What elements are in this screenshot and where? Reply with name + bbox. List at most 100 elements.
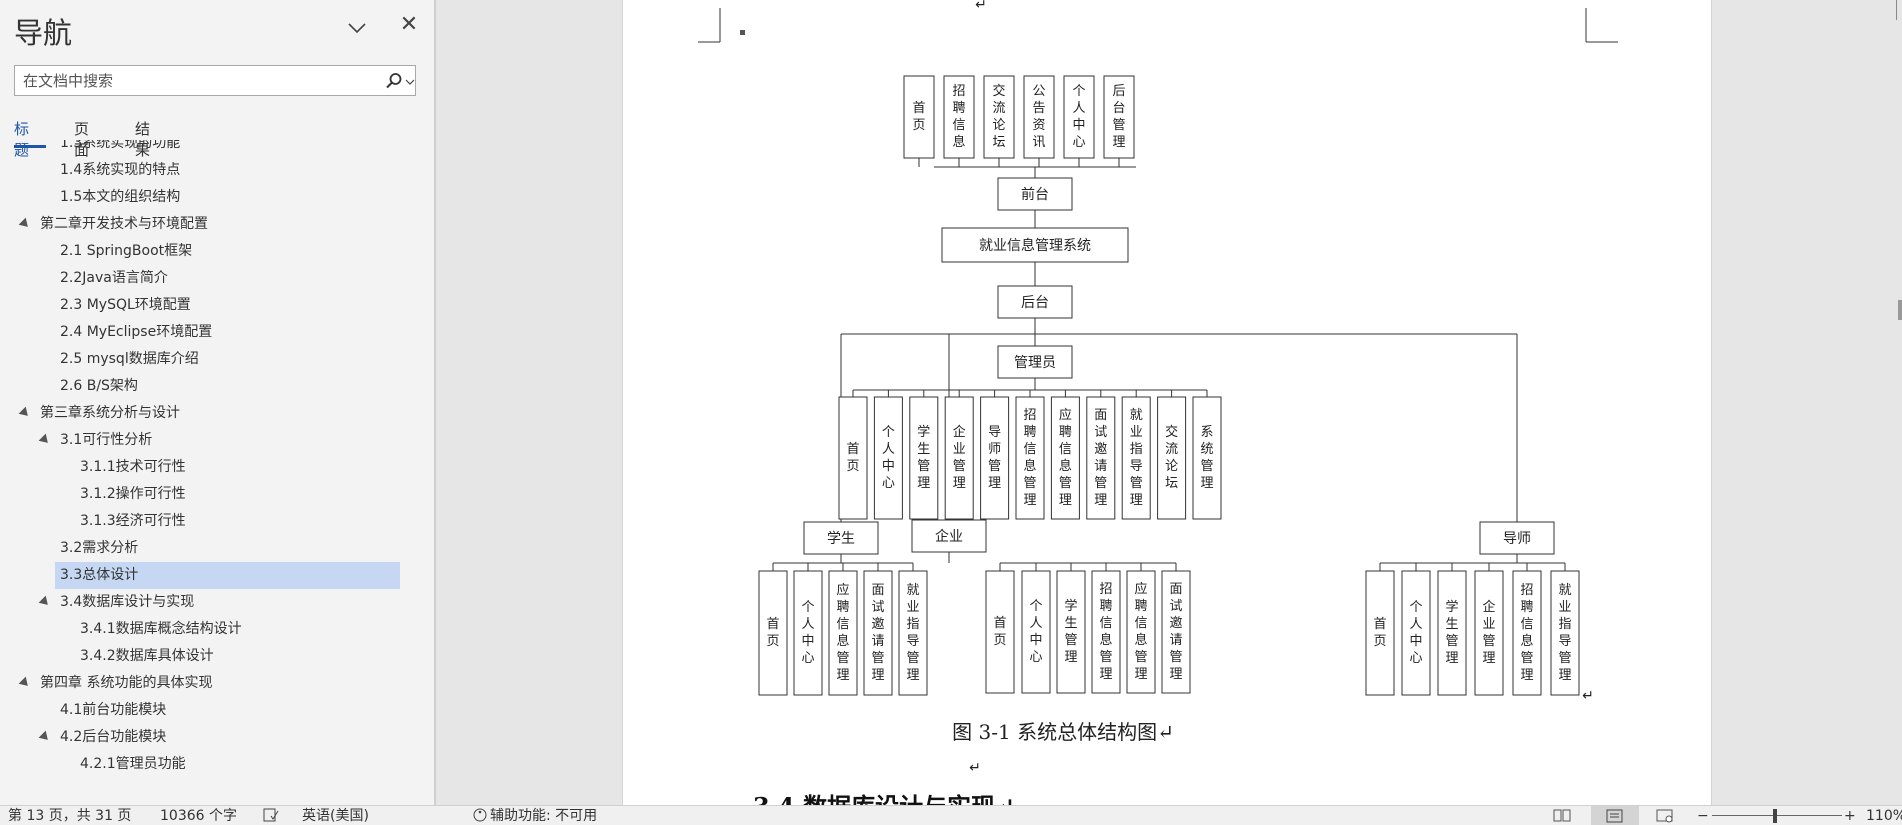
nav-title: 导航 bbox=[14, 16, 73, 50]
heading-item[interactable]: 3.4.2数据库具体设计 bbox=[80, 648, 214, 664]
heading-item[interactable]: 2.1 SpringBoot框架 bbox=[60, 243, 193, 259]
admin-item-box-char: 息 bbox=[1023, 458, 1036, 474]
company-item-box-char: 人 bbox=[1029, 616, 1042, 631]
admin-item-box-char: 信 bbox=[1059, 442, 1072, 457]
heading-item[interactable]: 2.6 B/S架构 bbox=[60, 378, 138, 394]
heading-item[interactable]: 2.5 mysql数据库介绍 bbox=[60, 351, 199, 367]
student-item-box-char: 试 bbox=[871, 600, 884, 615]
heading-item[interactable]: 4.1前台功能模块 bbox=[60, 702, 167, 718]
heading-item[interactable]: 4.2后台功能模块 bbox=[60, 729, 167, 745]
proofing-icon[interactable] bbox=[262, 807, 280, 825]
tutor-item-box-char: 信 bbox=[1520, 617, 1533, 632]
paragraph-marker bbox=[740, 30, 745, 35]
heading-item[interactable]: 3.4数据库设计与实现 bbox=[60, 594, 195, 610]
company-item-box-char: 聘 bbox=[1099, 599, 1112, 614]
language[interactable]: 英语(美国) bbox=[302, 808, 369, 824]
expand-triangle-icon[interactable] bbox=[38, 433, 52, 447]
heading-item[interactable]: 第二章开发技术与环境配置 bbox=[40, 216, 208, 232]
search-input[interactable] bbox=[23, 70, 383, 91]
heading-item[interactable]: 3.2需求分析 bbox=[60, 540, 139, 556]
expand-triangle-icon[interactable] bbox=[18, 217, 32, 231]
admin-item-box-char: 邀 bbox=[1094, 442, 1107, 457]
heading-item[interactable]: 3.1.1技术可行性 bbox=[80, 459, 186, 475]
heading-item[interactable]: 3.4.1数据库概念结构设计 bbox=[80, 621, 242, 637]
status-bar: 第 13 页，共 31 页 10366 个字 英语(美国) 辅助功能: 不可用 … bbox=[0, 805, 1902, 825]
company-item-box bbox=[1126, 570, 1156, 694]
nav-scrollbar[interactable] bbox=[434, 0, 436, 805]
word-count[interactable]: 10366 个字 bbox=[160, 808, 237, 824]
close-icon[interactable]: ✕ bbox=[399, 12, 419, 37]
zoom-level[interactable]: 110% bbox=[1866, 808, 1902, 824]
student-item-box-char: 应 bbox=[836, 582, 849, 598]
tutor-item-box-char: 指 bbox=[1558, 617, 1571, 632]
admin-item-box-char: 管 bbox=[1094, 476, 1107, 491]
front-item-box-char: 个 bbox=[1072, 84, 1085, 99]
chevron-down-icon[interactable] bbox=[405, 74, 415, 88]
page-count[interactable]: 第 13 页，共 31 页 bbox=[8, 808, 132, 824]
accessibility-icon[interactable] bbox=[472, 807, 488, 825]
company-item-box-char: 理 bbox=[1064, 650, 1077, 665]
return-mark: ↵ bbox=[975, 0, 987, 13]
front-item-box-char: 后 bbox=[1112, 84, 1125, 99]
zoom-in-icon[interactable]: + bbox=[1844, 808, 1856, 824]
tab-pages[interactable]: 页面 bbox=[74, 120, 90, 159]
heading-item[interactable]: 1.3系统实现的功能 bbox=[60, 140, 181, 151]
heading-item[interactable]: 3.1.3经济可行性 bbox=[80, 513, 186, 529]
print-layout-icon[interactable] bbox=[1591, 806, 1639, 825]
front-node-label: 前台 bbox=[1021, 186, 1049, 203]
front-item-box-char: 息 bbox=[952, 134, 965, 150]
admin-item-box-char: 导 bbox=[1130, 459, 1143, 474]
heading-item[interactable]: 3.3总体设计 bbox=[60, 567, 139, 583]
student-item-box bbox=[758, 570, 788, 696]
scroll-thumb[interactable] bbox=[1898, 300, 1902, 320]
front-item-box-char: 公 bbox=[1032, 84, 1045, 99]
search-box[interactable] bbox=[14, 65, 416, 96]
company-item-box-char: 面 bbox=[1169, 582, 1182, 597]
admin-item-box-char: 管 bbox=[1130, 476, 1143, 491]
tab-results[interactable]: 结果 bbox=[135, 120, 151, 159]
read-mode-icon[interactable] bbox=[1553, 807, 1571, 825]
heading-item[interactable]: 1.4系统实现的特点 bbox=[60, 162, 181, 178]
admin-item-box-char: 心 bbox=[882, 476, 895, 491]
expand-triangle-icon[interactable] bbox=[18, 676, 32, 690]
heading-item[interactable]: 第四章 系统功能的具体实现 bbox=[40, 675, 213, 691]
tutor-item-box bbox=[1550, 570, 1580, 696]
expand-triangle-icon[interactable] bbox=[18, 406, 32, 420]
front-item-box bbox=[903, 75, 935, 159]
student-item-box-char: 理 bbox=[906, 668, 919, 683]
document-page[interactable]: ↵首页招聘信息交流论坛公告资讯个人中心后台管理前台就业信息管理系统后台管理员首页… bbox=[622, 0, 1712, 805]
chevron-down-icon[interactable] bbox=[346, 18, 368, 38]
selected-heading-highlight bbox=[55, 562, 400, 589]
front-node-box bbox=[997, 177, 1073, 211]
web-layout-icon[interactable] bbox=[1655, 807, 1675, 825]
company-item-box bbox=[1021, 570, 1051, 694]
heading-item[interactable]: 2.2Java语言简介 bbox=[60, 270, 168, 286]
tutor-item-box-char: 理 bbox=[1520, 668, 1533, 683]
back-node-box bbox=[997, 285, 1073, 319]
accessibility-status[interactable]: 辅助功能: 不可用 bbox=[490, 808, 598, 824]
expand-triangle-icon[interactable] bbox=[38, 730, 52, 744]
front-item-box-char: 告 bbox=[1032, 101, 1045, 116]
heading-item[interactable]: 第三章系统分析与设计 bbox=[40, 405, 180, 421]
zoom-slider[interactable] bbox=[1712, 815, 1842, 816]
admin-item-box-char: 理 bbox=[1059, 493, 1072, 508]
heading-item[interactable]: 4.2.1管理员功能 bbox=[80, 756, 186, 772]
heading-item[interactable]: 2.4 MyEclipse环境配置 bbox=[60, 324, 213, 340]
heading-item[interactable]: 2.3 MySQL环境配置 bbox=[60, 297, 191, 313]
tutor-item-box-char: 人 bbox=[1409, 617, 1422, 632]
tutor-item-box bbox=[1365, 570, 1395, 696]
expand-triangle-icon[interactable] bbox=[38, 595, 52, 609]
heading-item[interactable]: 1.5本文的组织结构 bbox=[60, 189, 181, 205]
front-item-box-char: 招 bbox=[952, 84, 965, 99]
student-item-box bbox=[898, 570, 928, 696]
admin-item-box-char: 统 bbox=[1200, 442, 1213, 457]
zoom-slider-thumb[interactable] bbox=[1773, 809, 1777, 823]
tutor-item-box-char: 招 bbox=[1520, 583, 1533, 598]
tutor-item-box bbox=[1512, 570, 1542, 696]
zoom-out-icon[interactable]: − bbox=[1697, 808, 1709, 824]
search-icon[interactable] bbox=[385, 72, 403, 90]
heading-item[interactable]: 3.1可行性分析 bbox=[60, 432, 153, 448]
admin-item-box-char: 业 bbox=[1130, 425, 1143, 440]
admin-item-box bbox=[873, 396, 903, 520]
heading-item[interactable]: 3.1.2操作可行性 bbox=[80, 486, 186, 502]
